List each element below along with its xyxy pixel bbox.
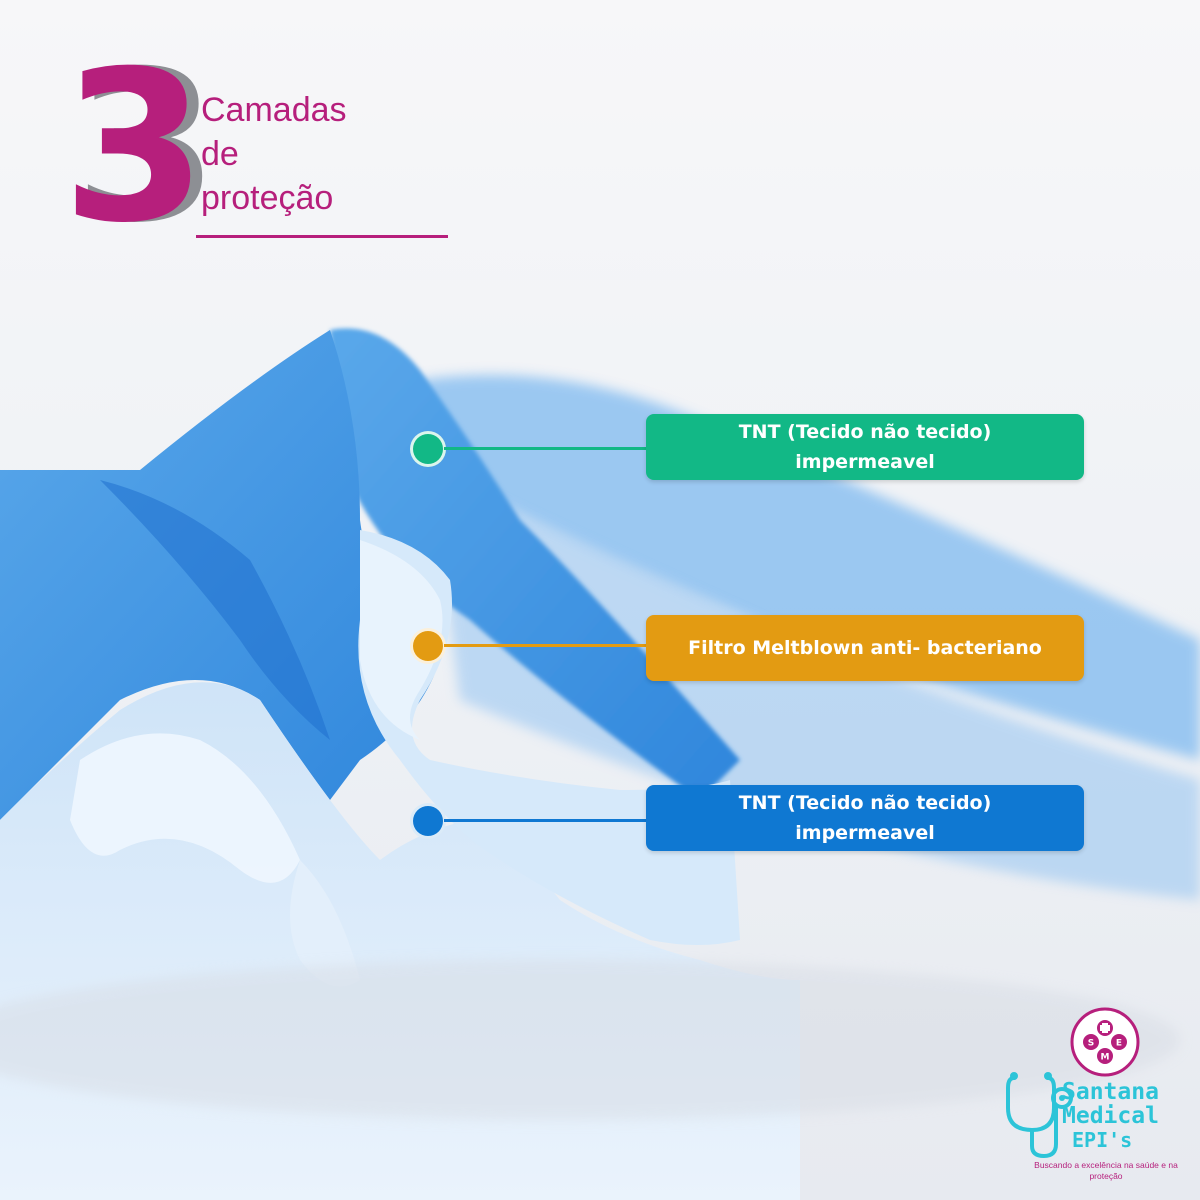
layer-1-marker-dot: [410, 431, 446, 467]
title-line-2: de: [201, 135, 239, 173]
layer-2-connector-line: [444, 644, 648, 647]
title-text: Camadas de proteção: [201, 88, 461, 220]
logo-name-line-2: Medical: [1062, 1103, 1159, 1129]
logo-emblem-letter-m: M: [1101, 1053, 1110, 1063]
title-line-3: proteção: [201, 179, 334, 217]
layer-1-connector-line: [444, 447, 648, 450]
layer-3-label: TNT (Tecido não tecido) impermeavel: [646, 785, 1084, 851]
layer-3-marker-dot: [410, 803, 446, 839]
layer-count-number: 3: [62, 27, 207, 269]
layer-1-label: TNT (Tecido não tecido) impermeavel: [646, 414, 1084, 480]
logo-emblem-icon: S E M: [1070, 1007, 1140, 1077]
layer-1-label-line-1: TNT (Tecido não tecido): [738, 421, 992, 443]
logo-brand-name: Santana Medical EPI's: [1062, 1080, 1198, 1152]
layer-3-connector-line: [444, 819, 648, 822]
layer-3-label-line-1: TNT (Tecido não tecido): [738, 792, 992, 814]
layer-2-marker-dot: [410, 628, 446, 664]
layer-2-label-line-1: Filtro Meltblown anti- bacteriano: [688, 637, 1042, 659]
layer-2-label: Filtro Meltblown anti- bacteriano: [646, 615, 1084, 681]
layer-3-label-line-2: impermeavel: [795, 822, 935, 844]
logo-tagline: Buscando a excelência na saúde e na prot…: [1034, 1160, 1178, 1181]
logo-name-line-1: Santana: [1062, 1079, 1159, 1105]
title-underline: [196, 235, 448, 238]
logo-emblem-letter-e: E: [1116, 1039, 1122, 1049]
layer-1-label-line-2: impermeavel: [795, 451, 935, 473]
stethoscope-icon: [1006, 1072, 1073, 1159]
title-line-1: Camadas: [201, 91, 347, 129]
logo-name-line-3: EPI's: [1072, 1128, 1133, 1152]
logo-emblem-letter-s: S: [1088, 1039, 1094, 1049]
